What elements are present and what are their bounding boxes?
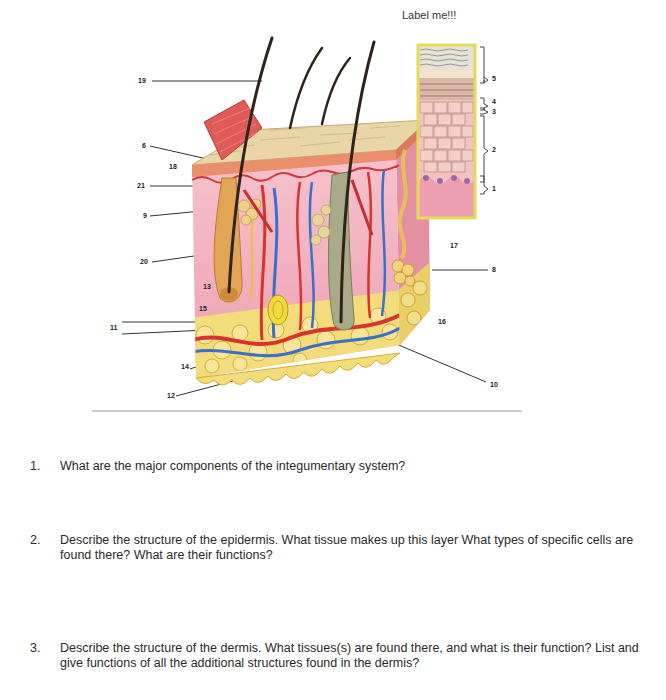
question-text: Describe the structure of the dermis. Wh…: [60, 641, 660, 672]
layer-brackets: [480, 47, 488, 194]
sweat-duct: [400, 150, 406, 258]
callout-number: 15: [198, 305, 208, 313]
callout-number: 8: [491, 266, 497, 274]
callout-number: 1: [491, 185, 497, 193]
callout-number: 14: [180, 363, 190, 371]
divider-line: [92, 411, 522, 412]
callout-number: 5: [491, 75, 497, 83]
callout-number: 12: [166, 392, 176, 400]
callout-number: 13: [202, 283, 212, 291]
callout-number: 19: [137, 77, 147, 85]
question-text: What are the major components of the int…: [60, 459, 660, 474]
hair-shafts: [229, 38, 374, 322]
callout-number: 9: [142, 212, 148, 220]
epidermis-inset: [418, 45, 475, 218]
callout-number: 17: [449, 242, 459, 250]
fat-edge: [196, 353, 400, 385]
leader-lines: [122, 81, 488, 396]
blood-vessels: [250, 170, 385, 340]
callout-number: 3: [491, 108, 497, 116]
callout-number: 18: [168, 163, 178, 171]
sweat-gland: [392, 260, 415, 286]
callout-number: 11: [109, 324, 118, 332]
question-text: Describe the structure of the epidermis.…: [60, 533, 660, 564]
callout-number: 10: [489, 381, 499, 389]
callout-number: 21: [136, 182, 146, 190]
question-number: 1.: [30, 459, 40, 474]
callout-number: 4: [491, 98, 497, 106]
arrector-pili: [244, 190, 272, 232]
callout-number: 20: [139, 258, 149, 266]
question-number: 3.: [30, 641, 40, 656]
question-number: 2.: [30, 533, 40, 548]
callout-number: 6: [141, 142, 147, 150]
callout-number: 2: [491, 146, 497, 154]
pacinian-corpuscle: [268, 295, 288, 325]
callout-number: 16: [437, 318, 447, 326]
diagram-heading: Label me!!!: [402, 9, 456, 22]
